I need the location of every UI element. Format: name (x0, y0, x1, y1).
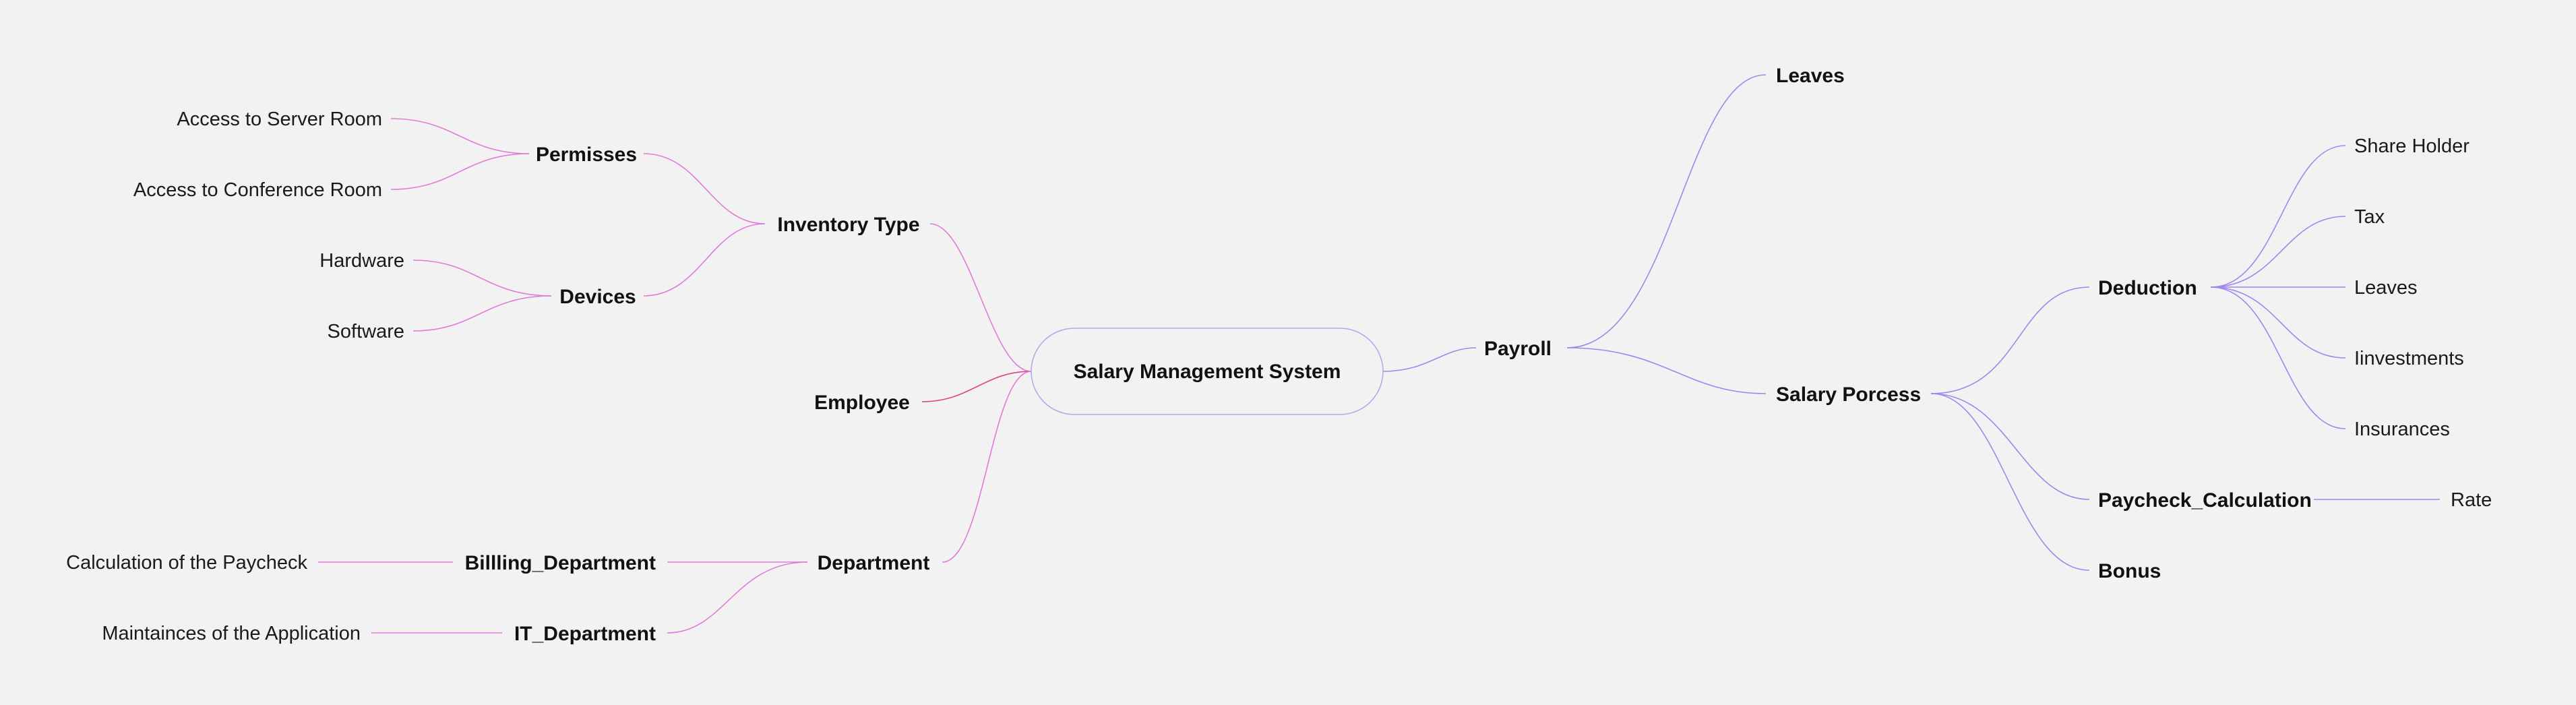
node-software[interactable]: Software (328, 321, 404, 342)
edge-root-inventory-type (929, 223, 1032, 372)
node-deduction[interactable]: Deduction (2098, 277, 2197, 299)
edge-salary-paycheck (1930, 393, 2090, 500)
node-department[interactable]: Department (818, 552, 930, 574)
node-deduction-leaves[interactable]: Leaves (2354, 277, 2418, 299)
node-bonus[interactable]: Bonus (2098, 560, 2161, 582)
node-devices[interactable]: Devices (559, 286, 636, 308)
edges-right (1382, 74, 2440, 571)
edge-payroll-leaves (1566, 74, 1767, 348)
node-access-server-room[interactable]: Access to Server Room (177, 109, 382, 130)
edge-payroll-salary-process (1566, 347, 1767, 394)
edge-inventory-devices (643, 223, 766, 297)
node-iinvestments[interactable]: Iinvestments (2354, 348, 2464, 369)
node-it-department[interactable]: IT_Department (514, 623, 656, 645)
edges-left (318, 118, 1032, 634)
node-leaves[interactable]: Leaves (1776, 65, 1845, 87)
edge-deduction-share-holder (2210, 145, 2346, 288)
edge-devices-software (412, 295, 552, 332)
edge-devices-hardware (412, 259, 552, 297)
node-hardware[interactable]: Hardware (319, 250, 404, 272)
root-node[interactable]: Salary Management System (1031, 328, 1384, 415)
node-insurances[interactable]: Insurances (2354, 419, 2450, 440)
root-node-label: Salary Management System (1074, 361, 1341, 383)
node-permisses[interactable]: Permisses (536, 144, 637, 166)
edge-deduction-insurances (2210, 286, 2346, 429)
edge-root-department (942, 371, 1032, 563)
node-calculation-of-paycheck[interactable]: Calculation of the Paycheck (66, 552, 307, 574)
node-share-holder[interactable]: Share Holder (2354, 135, 2470, 157)
edge-permisses-server-room (390, 118, 530, 154)
edge-root-payroll (1382, 347, 1477, 372)
left-nodes: Inventory Type Employee Department Permi… (66, 109, 929, 645)
root-node-box (1031, 328, 1384, 415)
node-paycheck-calculation[interactable]: Paycheck_Calculation (2098, 489, 2312, 512)
right-nodes: Payroll Leaves Salary Porcess Deduction … (1484, 65, 2492, 582)
node-payroll[interactable]: Payroll (1484, 338, 1552, 360)
node-billing-department[interactable]: Billling_Department (465, 552, 656, 574)
node-inventory-type[interactable]: Inventory Type (777, 214, 919, 236)
node-employee[interactable]: Employee (814, 392, 910, 414)
edge-inventory-permisses (643, 153, 766, 224)
node-rate[interactable]: Rate (2451, 489, 2492, 511)
node-maintainces-of-application[interactable]: Maintainces of the Application (102, 623, 361, 644)
edge-deduction-tax (2210, 216, 2346, 288)
edge-deduction-iinvestments (2210, 286, 2346, 359)
edge-root-employee (921, 371, 1032, 402)
edge-department-it (667, 561, 808, 634)
edge-salary-bonus (1930, 393, 2090, 571)
edge-permisses-conference-room (390, 153, 530, 190)
node-salary-process[interactable]: Salary Porcess (1776, 384, 1921, 406)
node-access-conference-room[interactable]: Access to Conference Room (133, 179, 382, 201)
node-tax[interactable]: Tax (2354, 206, 2385, 228)
edge-salary-deduction (1930, 286, 2090, 394)
